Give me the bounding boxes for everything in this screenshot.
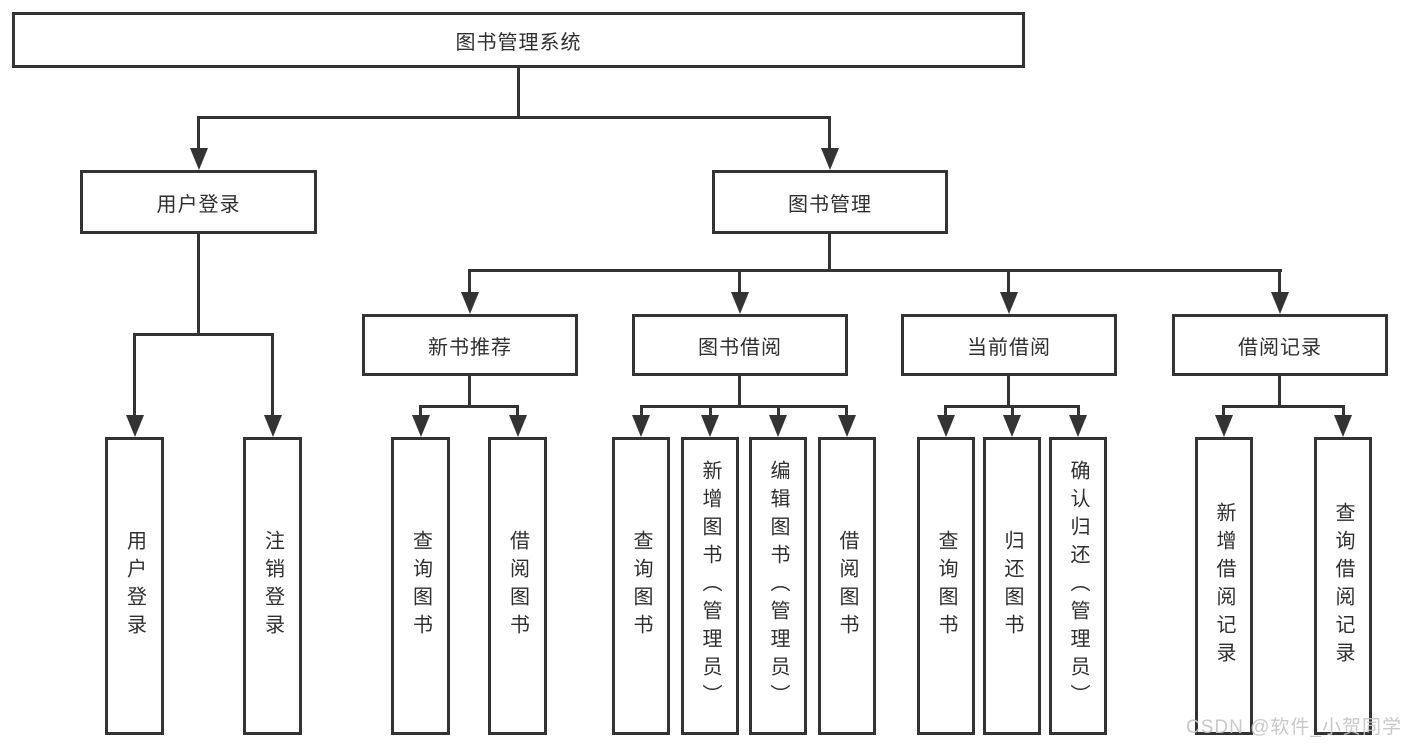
connector-stem-leaf <box>133 333 136 419</box>
connector-stem-book-management <box>828 116 831 152</box>
connector-stem-leaf <box>1342 405 1345 419</box>
node-borrow-record: 借阅记录 <box>1172 314 1388 376</box>
node-label: 编辑图书（管理员） <box>767 460 789 712</box>
connector-bar <box>640 405 847 408</box>
node-leaf-logout: 注销登录 <box>243 437 302 735</box>
connector-stem-leaf <box>777 405 780 419</box>
arrowhead-down-icon <box>509 415 527 437</box>
node-label: 用户登录 <box>123 530 146 642</box>
node-leaf-query-book: 查询图书 <box>612 437 670 735</box>
node-leaf-return-book: 归还图书 <box>983 437 1041 735</box>
arrowhead-down-icon <box>126 415 144 437</box>
arrowhead-down-icon <box>632 415 650 437</box>
connector-stem-borrow-record <box>1278 269 1281 295</box>
arrowhead-down-icon <box>412 415 430 437</box>
connector-stem-current-borrow <box>1007 269 1010 295</box>
arrowhead-down-icon <box>1334 415 1352 437</box>
node-root: 图书管理系统 <box>12 12 1025 68</box>
connector-bar <box>419 405 519 408</box>
connector-book-management-trunk <box>828 233 831 272</box>
node-book-borrow: 图书借阅 <box>632 314 848 376</box>
node-label: 新增借阅记录 <box>1213 502 1235 670</box>
arrowhead-down-icon <box>937 415 955 437</box>
arrowhead-down-icon <box>461 292 479 314</box>
node-label: 查询图书 <box>935 530 957 642</box>
node-leaf-borrow-book: 借阅图书 <box>488 437 547 735</box>
arrowhead-down-icon <box>1000 292 1018 314</box>
node-label: 查询图书 <box>409 530 432 642</box>
node-leaf-user-login: 用户登录 <box>105 437 164 735</box>
arrowhead-down-icon <box>769 415 787 437</box>
node-label: 借阅图书 <box>506 530 529 642</box>
connector-trunk <box>1007 374 1010 408</box>
node-new-book-recommend: 新书推荐 <box>362 314 578 376</box>
arrowhead-down-icon <box>1003 415 1021 437</box>
node-leaf-query-borrow-record: 查询借阅记录 <box>1314 437 1372 735</box>
connector-user-login-trunk <box>197 233 200 336</box>
connector-stem-leaf <box>640 405 643 419</box>
node-leaf-borrow-book: 借阅图书 <box>818 437 876 735</box>
arrowhead-down-icon <box>264 415 282 437</box>
node-label: 确认归还（管理员） <box>1067 460 1089 712</box>
connector-trunk <box>738 374 741 408</box>
connector-root-bar <box>197 116 831 119</box>
node-current-borrow: 当前借阅 <box>901 314 1117 376</box>
connector-stem-leaf <box>516 405 519 419</box>
node-label: 注销登录 <box>261 530 284 642</box>
connector-trunk <box>1278 374 1281 408</box>
node-leaf-query-book: 查询图书 <box>917 437 975 735</box>
node-leaf-query-book: 查询图书 <box>391 437 450 735</box>
arrowhead-down-icon <box>190 148 208 170</box>
arrowhead-down-icon <box>1069 415 1087 437</box>
connector-bar <box>1222 405 1344 408</box>
connector-stem-leaf <box>1222 405 1225 419</box>
node-label: 查询借阅记录 <box>1332 502 1354 670</box>
connector-user-login-bar <box>133 333 274 336</box>
arrowhead-down-icon <box>1271 292 1289 314</box>
connector-stem-leaf <box>845 405 848 419</box>
connector-stem-leaf <box>1011 405 1014 419</box>
connector-trunk <box>468 374 471 408</box>
node-user-login: 用户登录 <box>80 170 317 234</box>
node-label: 查询图书 <box>630 530 652 642</box>
node-label: 归还图书 <box>1001 530 1023 642</box>
arrowhead-down-icon <box>821 148 839 170</box>
node-label: 新增图书（管理员） <box>699 460 721 712</box>
connector-book-management-bar <box>468 269 1282 272</box>
connector-root-trunk <box>517 67 520 118</box>
connector-stem-new-book-recommend <box>468 269 471 295</box>
connector-stem-leaf <box>271 333 274 419</box>
node-label: 借阅图书 <box>836 530 858 642</box>
node-leaf-edit-book-admin: 编辑图书（管理员） <box>749 437 807 735</box>
connector-stem-leaf <box>1077 405 1080 419</box>
arrowhead-down-icon <box>731 292 749 314</box>
connector-stem-book-borrow <box>738 269 741 295</box>
node-leaf-add-borrow-record: 新增借阅记录 <box>1195 437 1253 735</box>
node-leaf-confirm-return-admin: 确认归还（管理员） <box>1049 437 1107 735</box>
csdn-watermark: CSDN @软件_小贺同学 <box>1186 717 1402 738</box>
node-book-management: 图书管理 <box>712 170 948 234</box>
arrowhead-down-icon <box>838 415 856 437</box>
connector-stem-leaf <box>944 405 947 419</box>
node-leaf-add-book-admin: 新增图书（管理员） <box>681 437 739 735</box>
arrowhead-down-icon <box>1215 415 1233 437</box>
connector-stem-leaf <box>709 405 712 419</box>
connector-stem-user-login <box>197 116 200 152</box>
connector-stem-leaf <box>419 405 422 419</box>
arrowhead-down-icon <box>701 415 719 437</box>
